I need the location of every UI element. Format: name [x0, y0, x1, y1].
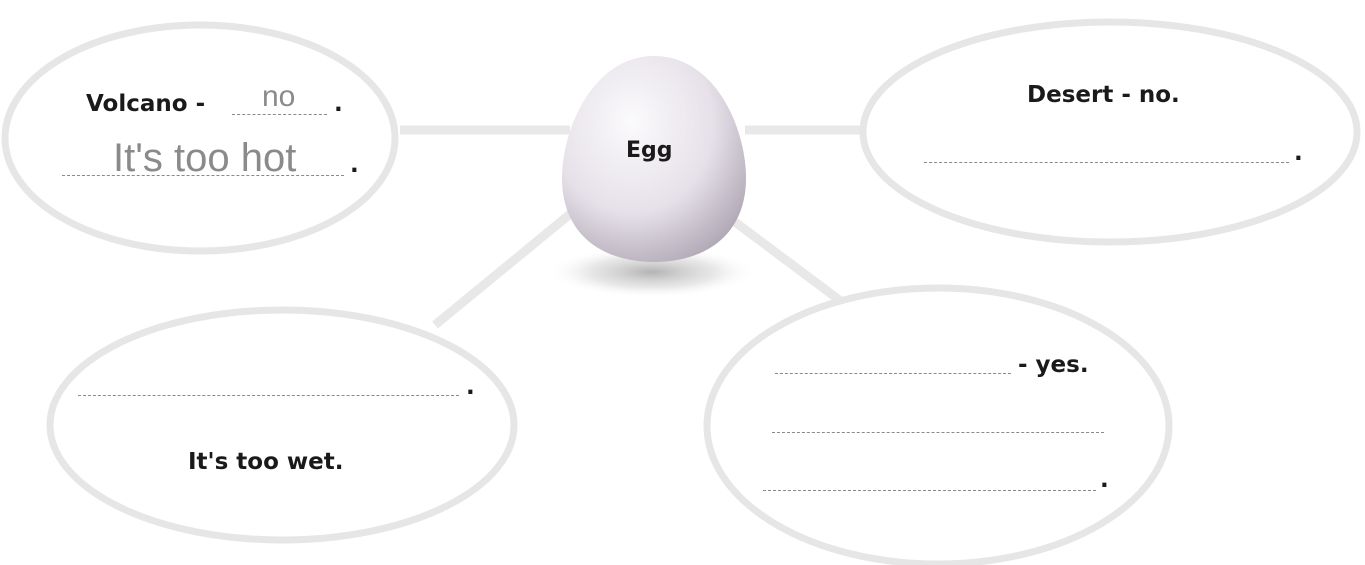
- bubble-wet: [46, 306, 518, 544]
- desert-reason-period: .: [1294, 140, 1303, 166]
- volcano-answer-blank: [232, 114, 327, 115]
- wet-place-blank: [78, 395, 459, 396]
- yes-suffix: - yes.: [1018, 352, 1089, 378]
- wet-place-period: .: [466, 374, 475, 400]
- volcano-answer-period: .: [334, 91, 343, 117]
- desert-reason-blank: [924, 162, 1289, 163]
- volcano-answer: no: [262, 80, 296, 113]
- connector-line-wet: [432, 206, 578, 329]
- volcano-reason-blank: [62, 175, 344, 176]
- yes-reason-period: .: [1100, 467, 1109, 493]
- yes-reason-blank-1: [772, 432, 1104, 433]
- yes-reason-blank-2: [763, 490, 1096, 491]
- egg-label: Egg: [626, 138, 673, 163]
- bubble-desert: [859, 18, 1361, 246]
- egg-shadow: [547, 246, 757, 298]
- bubble-volcano: [1, 21, 399, 255]
- bubble-yes: [703, 284, 1173, 565]
- wet-reason: It's too wet.: [188, 449, 344, 475]
- yes-place-blank: [775, 373, 1011, 374]
- connector-line-yes: [732, 218, 845, 306]
- volcano-reason-period: .: [350, 152, 359, 178]
- volcano-reason: It's too hot: [113, 136, 297, 180]
- egg-illustration: [562, 56, 746, 262]
- desert-prompt: Desert - no.: [1027, 82, 1180, 108]
- volcano-prompt: Volcano -: [86, 91, 206, 117]
